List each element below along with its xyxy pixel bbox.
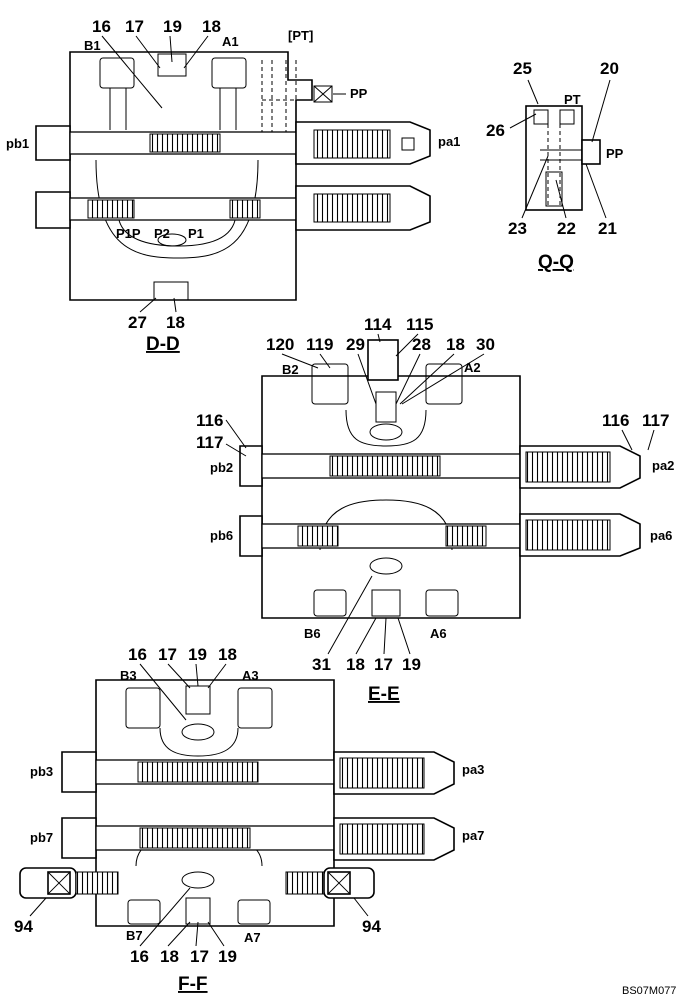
section-dd: 16 17 19 18 27 18 B1 A1 [PT] PP pb1 pa1 … xyxy=(6,17,460,355)
ff-callout-17b: 17 xyxy=(190,947,209,966)
ff-callout-94-right: 94 xyxy=(362,917,381,936)
ff-port-pa3: pa3 xyxy=(462,762,484,777)
ff-callout-18: 18 xyxy=(218,645,237,664)
dd-spool-upper xyxy=(35,121,431,165)
ee-port-b6: B6 xyxy=(304,626,321,641)
ee-spool-lower xyxy=(239,513,641,557)
dd-callouts: 16 17 19 18 27 18 xyxy=(92,17,221,332)
ee-port-b2: B2 xyxy=(282,362,299,377)
qq-section-title: Q-Q xyxy=(538,252,574,273)
ee-callout-28: 28 xyxy=(412,335,431,354)
dd-callout-19: 19 xyxy=(163,17,182,36)
ff-port-b7: B7 xyxy=(126,928,143,943)
ee-port-a6: A6 xyxy=(430,626,447,641)
ee-callout-115: 115 xyxy=(406,315,433,334)
dd-port-p2: P2 xyxy=(154,226,170,241)
qq-port-pp: PP xyxy=(606,146,624,161)
ee-callout-119: 119 xyxy=(306,335,333,354)
ee-port-pa2: pa2 xyxy=(652,458,674,473)
ee-section-title: E-E xyxy=(368,684,400,705)
ff-port-pb7: pb7 xyxy=(30,830,53,845)
section-ee: 114 115 120 119 29 28 18 30 116 117 116 … xyxy=(196,315,674,705)
ee-port-labels: B2 A2 pb2 pa2 pb6 pa6 B6 A6 xyxy=(210,360,674,641)
ff-port-a3: A3 xyxy=(242,668,259,683)
qq-callout-20: 20 xyxy=(600,59,619,78)
dd-valve-body xyxy=(69,51,333,301)
qq-callout-22: 22 xyxy=(557,219,576,238)
ee-callouts: 114 115 120 119 29 28 18 30 116 117 116 … xyxy=(196,315,669,674)
section-qq: 25 20 26 23 22 21 PT PP Q-Q xyxy=(486,59,624,273)
dd-callout-27: 27 xyxy=(128,313,147,332)
dd-port-p1p: P1P xyxy=(116,226,141,241)
ff-callout-94-left: 94 xyxy=(14,917,33,936)
ff-port-pa7: pa7 xyxy=(462,828,484,843)
ee-port-pa6: pa6 xyxy=(650,528,672,543)
ee-callout-17: 17 xyxy=(374,655,393,674)
ff-callout-19: 19 xyxy=(188,645,207,664)
ee-callout-29: 29 xyxy=(346,335,365,354)
ee-callout-116-right: 116 xyxy=(602,411,629,430)
ff-spool-lower xyxy=(61,817,455,861)
dd-spool-lower xyxy=(35,185,431,231)
drawing-reference: BS07M077 xyxy=(622,985,676,997)
dd-port-pa1: pa1 xyxy=(438,134,460,149)
qq-callout-23: 23 xyxy=(508,219,527,238)
ff-port-labels: B3 A3 pb3 pa3 pb7 pa7 B7 A7 xyxy=(30,668,484,945)
dd-port-a1: A1 xyxy=(222,34,239,49)
ee-callout-18: 18 xyxy=(446,335,465,354)
ee-port-a2: A2 xyxy=(464,360,481,375)
ff-port-b3: B3 xyxy=(120,668,137,683)
ee-callout-116-left: 116 xyxy=(196,411,223,430)
ff-callout-16b: 16 xyxy=(130,947,149,966)
dd-section-title: D-D xyxy=(146,334,180,355)
ff-callout-16: 16 xyxy=(128,645,147,664)
ee-callout-18b: 18 xyxy=(346,655,365,674)
ee-callout-117-left: 117 xyxy=(196,433,223,452)
qq-callout-21: 21 xyxy=(598,219,617,238)
ee-callout-114: 114 xyxy=(364,315,392,334)
ee-port-pb2: pb2 xyxy=(210,460,233,475)
qq-callouts: 25 20 26 23 22 21 xyxy=(486,59,619,238)
dd-callout-18b: 18 xyxy=(166,313,185,332)
qq-port-pt: PT xyxy=(564,92,581,107)
ff-relief-right xyxy=(285,867,375,899)
dd-callout-16: 16 xyxy=(92,17,111,36)
ee-port-pb6: pb6 xyxy=(210,528,233,543)
dd-port-pp: PP xyxy=(350,86,368,101)
ff-callout-17: 17 xyxy=(158,645,177,664)
ee-callout-19: 19 xyxy=(402,655,421,674)
ff-callouts: 16 17 19 18 94 94 16 18 17 19 xyxy=(14,645,381,966)
ee-callout-30: 30 xyxy=(476,335,495,354)
ff-section-title: F-F xyxy=(178,974,208,995)
ee-callout-117-right: 117 xyxy=(642,411,669,430)
ee-valve-body xyxy=(261,339,521,619)
qq-callout-25: 25 xyxy=(513,59,532,78)
dd-callout-17: 17 xyxy=(125,17,144,36)
dd-port-p1: P1 xyxy=(188,226,204,241)
ff-port-pb3: pb3 xyxy=(30,764,53,779)
ff-spool-upper xyxy=(61,751,455,795)
dd-port-pt: [PT] xyxy=(288,28,313,43)
ff-callout-19b: 19 xyxy=(218,947,237,966)
dd-port-b1: B1 xyxy=(84,38,101,53)
dd-port-pb1: pb1 xyxy=(6,136,29,151)
dd-port-labels: B1 A1 [PT] PP pb1 pa1 P1P P2 P1 xyxy=(6,28,460,241)
qq-port-labels: PT PP xyxy=(564,92,624,161)
ee-callout-31: 31 xyxy=(312,655,331,674)
section-ff: 16 17 19 18 94 94 16 18 17 19 B3 A3 pb3 … xyxy=(14,645,484,995)
dd-callout-18: 18 xyxy=(202,17,221,36)
ff-port-a7: A7 xyxy=(244,930,261,945)
qq-valve-body xyxy=(525,105,601,211)
ff-relief-left xyxy=(19,867,119,899)
ee-callout-120: 120 xyxy=(266,335,294,354)
qq-callout-26: 26 xyxy=(486,121,505,140)
ee-spool-upper xyxy=(239,445,641,489)
ff-callout-18b: 18 xyxy=(160,947,179,966)
